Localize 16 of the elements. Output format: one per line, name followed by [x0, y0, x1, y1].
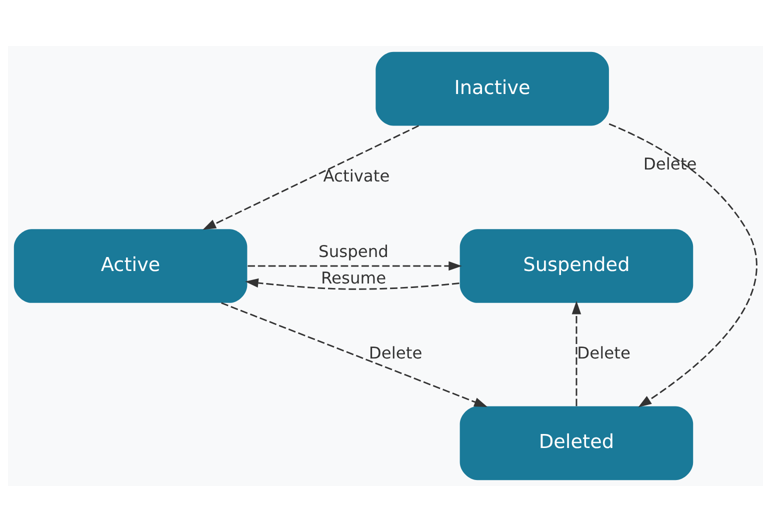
node-box: Active: [14, 229, 248, 303]
edge-label: Activate: [323, 166, 390, 186]
arrow: [202, 125, 419, 230]
edge-label: Delete: [368, 344, 422, 363]
node-box: Inactive: [376, 52, 609, 126]
node-box: Suspended: [460, 229, 694, 303]
edge-label: Delete: [577, 344, 630, 363]
arrow: [245, 278, 460, 290]
arrow: [608, 123, 758, 408]
node-box: Deleted: [460, 406, 694, 480]
arrow: [221, 302, 488, 407]
edge-label: Delete: [643, 154, 697, 174]
arrow: [248, 261, 462, 271]
edge-label: Suspend: [318, 242, 388, 261]
edge-label: Resume: [320, 268, 386, 288]
arrow: [572, 300, 582, 406]
